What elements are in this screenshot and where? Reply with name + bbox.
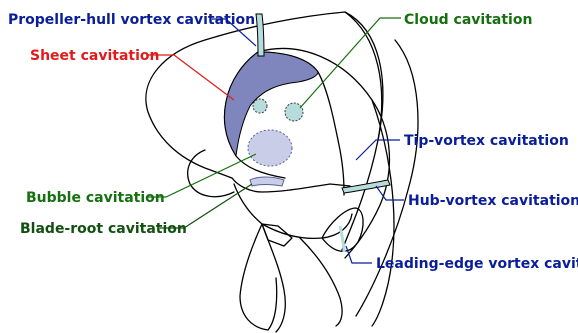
left-stub-blade bbox=[188, 150, 234, 197]
far-right-blade bbox=[372, 100, 394, 326]
label-hub-vortex: Hub-vortex cavitation bbox=[408, 193, 578, 209]
cloud-cavitation-blob-2 bbox=[253, 99, 267, 113]
labels: Propeller-hull vortex cavitation Cloud c… bbox=[8, 12, 578, 272]
label-propeller-hull: Propeller-hull vortex cavitation bbox=[8, 12, 255, 28]
cavitation-regions bbox=[224, 12, 390, 252]
cloud-cavitation-blob bbox=[285, 103, 303, 121]
leader-cloud bbox=[300, 18, 401, 108]
label-blade-root: Blade-root cavitation bbox=[20, 221, 187, 237]
propeller-hull-vortex bbox=[256, 14, 264, 56]
blade-root-cavitation bbox=[250, 177, 284, 186]
bubble-cavitation-patch bbox=[248, 130, 292, 166]
label-leading-edge: Leading-edge vortex cavitation bbox=[376, 256, 578, 272]
lower-left-blade bbox=[240, 224, 277, 330]
leader-hub-vortex bbox=[376, 186, 404, 200]
label-tip-vortex: Tip-vortex cavitation bbox=[404, 133, 569, 149]
hub-vortex bbox=[342, 180, 390, 193]
leader-leading-edge bbox=[346, 246, 372, 263]
label-sheet: Sheet cavitation bbox=[30, 48, 160, 64]
lower-center-blade bbox=[262, 224, 285, 332]
label-cloud: Cloud cavitation bbox=[404, 12, 532, 28]
leader-sheet bbox=[148, 55, 234, 100]
hub-lower-outline bbox=[234, 184, 352, 238]
right-blade-far-outline bbox=[356, 40, 418, 316]
label-bubble: Bubble cavitation bbox=[26, 190, 165, 206]
lower-right-blade bbox=[300, 238, 342, 326]
